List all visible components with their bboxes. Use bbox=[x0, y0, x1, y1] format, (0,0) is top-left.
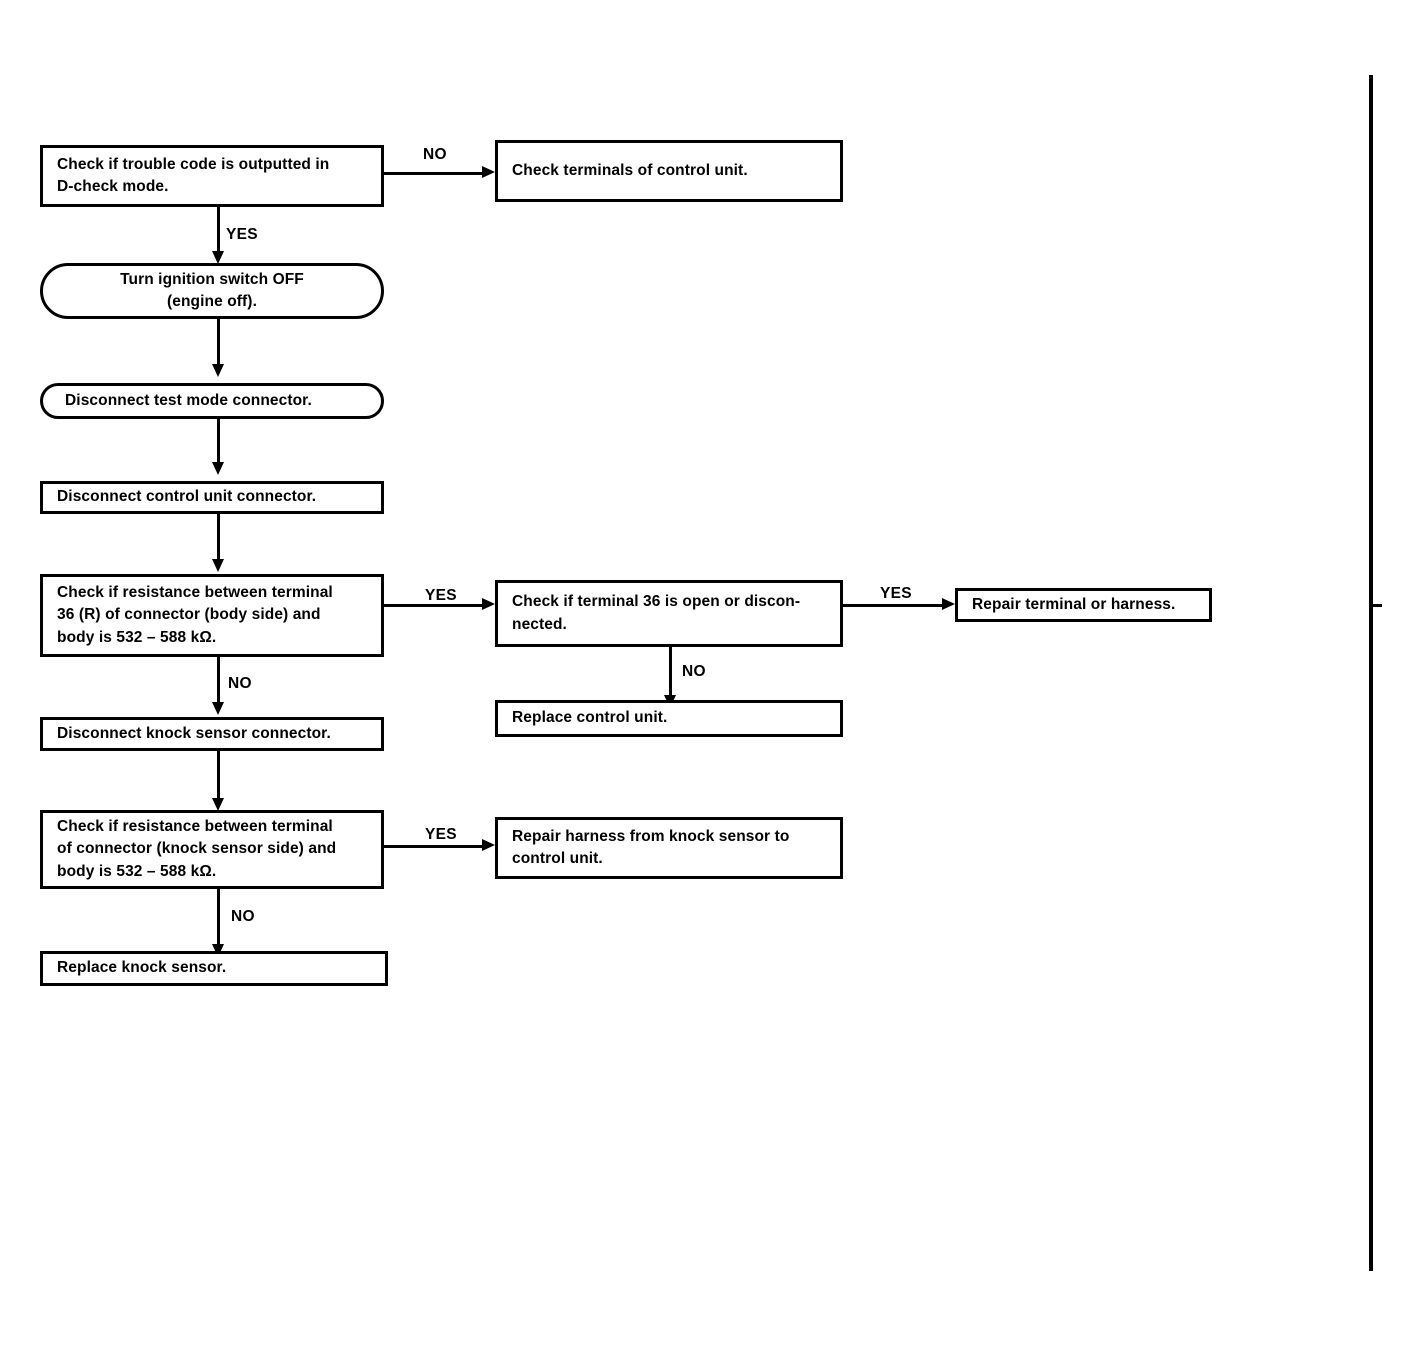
node-check-resistance-knock-sensor-side-text: Check if resistance between terminal of … bbox=[57, 817, 337, 880]
node-check-terminal-36-open[interactable]: Check if terminal 36 is open or discon- … bbox=[495, 580, 843, 647]
node-check-resistance-knock-sensor-side[interactable]: Check if resistance between terminal of … bbox=[40, 810, 384, 889]
arrowhead-to-resistance-knock bbox=[212, 798, 224, 811]
edge-label-no-resistance-body: NO bbox=[228, 675, 252, 692]
connector-ignition-off-to-test-mode bbox=[217, 318, 220, 366]
arrowhead-to-ignition-off bbox=[212, 251, 224, 264]
node-disconnect-control-unit-connector-text: Disconnect control unit connector. bbox=[57, 488, 317, 506]
edge-label-no-trouble-code: NO bbox=[423, 146, 447, 163]
edge-label-no-resistance-knock: NO bbox=[231, 908, 255, 925]
node-replace-control-unit-text: Replace control unit. bbox=[512, 709, 668, 727]
node-replace-knock-sensor[interactable]: Replace knock sensor. bbox=[40, 951, 388, 986]
node-check-resistance-body-side[interactable]: Check if resistance between terminal 36 … bbox=[40, 574, 384, 657]
node-disconnect-control-unit-connector[interactable]: Disconnect control unit connector. bbox=[40, 481, 384, 514]
connector-resistance-body-to-terminal36 bbox=[384, 604, 482, 607]
edge-label-yes-resistance-body: YES bbox=[425, 587, 457, 604]
node-check-terminals-control-unit[interactable]: Check terminals of control unit. bbox=[495, 140, 843, 202]
connector-test-mode-to-control-unit-connector bbox=[217, 418, 220, 464]
page-margin-rule bbox=[1369, 75, 1373, 1271]
arrowhead-to-test-mode bbox=[212, 364, 224, 377]
arrowhead-to-control-unit-connector bbox=[212, 462, 224, 475]
node-turn-ignition-off-text: Turn ignition switch OFF (engine off). bbox=[120, 270, 304, 310]
node-check-terminals-control-unit-text: Check terminals of control unit. bbox=[512, 161, 748, 179]
edge-label-yes-resistance-knock: YES bbox=[425, 826, 457, 843]
connector-resistance-knock-to-repair-harness bbox=[384, 845, 482, 848]
arrowhead-to-repair-terminal bbox=[942, 598, 955, 610]
connector-terminal36-to-repair-terminal bbox=[843, 604, 942, 607]
node-replace-knock-sensor-text: Replace knock sensor. bbox=[57, 959, 227, 977]
connector-resistance-knock-to-replace-knock bbox=[217, 888, 220, 946]
connector-trouble-code-to-ignition-off bbox=[217, 205, 220, 253]
connector-resistance-body-to-disconnect-knock bbox=[217, 656, 220, 704]
node-turn-ignition-off[interactable]: Turn ignition switch OFF (engine off). bbox=[40, 263, 384, 319]
edge-label-yes-terminal36: YES bbox=[880, 585, 912, 602]
node-disconnect-test-mode-connector-text: Disconnect test mode connector. bbox=[65, 391, 312, 409]
node-disconnect-knock-sensor-connector-text: Disconnect knock sensor connector. bbox=[57, 724, 331, 742]
node-check-trouble-code-text: Check if trouble code is outputted in D-… bbox=[57, 155, 330, 195]
node-replace-control-unit[interactable]: Replace control unit. bbox=[495, 700, 843, 737]
connector-control-unit-connector-to-resistance-body bbox=[217, 513, 220, 561]
node-disconnect-knock-sensor-connector[interactable]: Disconnect knock sensor connector. bbox=[40, 717, 384, 751]
edge-label-no-terminal36: NO bbox=[682, 663, 706, 680]
arrowhead-to-terminal36 bbox=[482, 598, 495, 610]
arrowhead-to-disconnect-knock bbox=[212, 702, 224, 715]
arrowhead-to-resistance-body bbox=[212, 559, 224, 572]
arrowhead-to-check-terminals bbox=[482, 166, 495, 178]
connector-disconnect-knock-to-resistance-knock bbox=[217, 750, 220, 802]
node-repair-terminal-or-harness[interactable]: Repair terminal or harness. bbox=[955, 588, 1212, 622]
connector-trouble-code-to-check-terminals bbox=[384, 172, 482, 175]
node-check-resistance-body-side-text: Check if resistance between terminal 36 … bbox=[57, 583, 333, 646]
node-check-trouble-code[interactable]: Check if trouble code is outputted in D-… bbox=[40, 145, 384, 207]
node-disconnect-test-mode-connector[interactable]: Disconnect test mode connector. bbox=[40, 383, 384, 419]
connector-terminal36-to-replace-control-unit bbox=[669, 647, 672, 697]
node-repair-terminal-or-harness-text: Repair terminal or harness. bbox=[972, 595, 1176, 613]
arrowhead-to-repair-harness bbox=[482, 839, 495, 851]
page-margin-tick bbox=[1373, 604, 1382, 607]
node-check-terminal-36-open-text: Check if terminal 36 is open or discon- … bbox=[512, 593, 801, 633]
node-repair-harness-knock-sensor-text: Repair harness from knock sensor to cont… bbox=[512, 827, 790, 867]
edge-label-yes-trouble-code: YES bbox=[226, 226, 258, 243]
node-repair-harness-knock-sensor[interactable]: Repair harness from knock sensor to cont… bbox=[495, 817, 843, 879]
